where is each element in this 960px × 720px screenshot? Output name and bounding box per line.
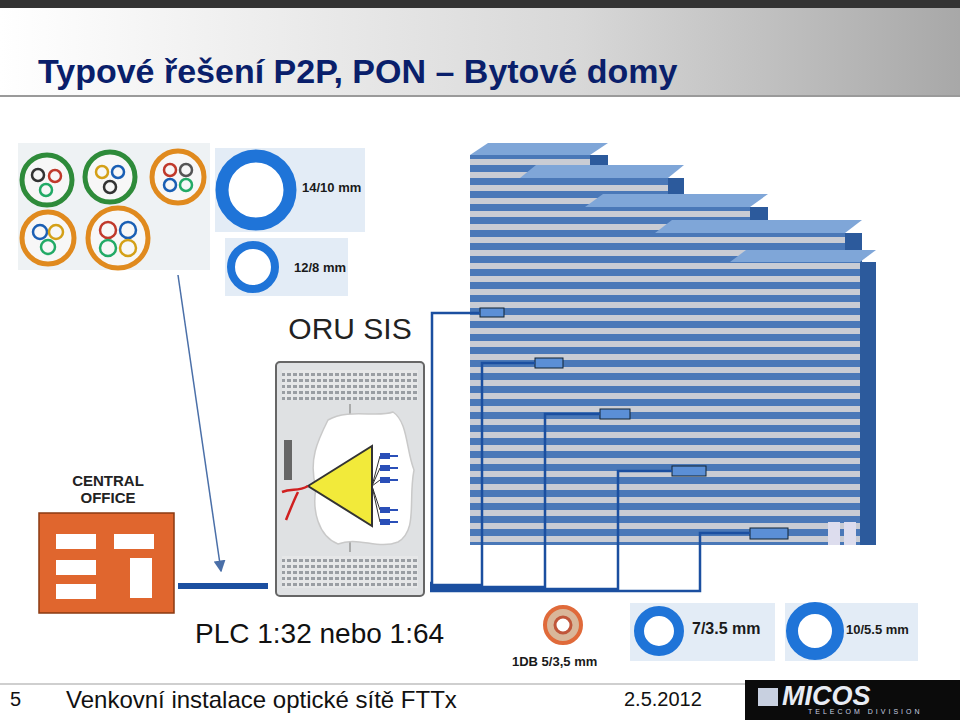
duct-ring [222, 156, 290, 224]
duct-1db [545, 607, 581, 643]
logo-mark [758, 688, 778, 706]
node-label: ORU SIS [268, 312, 432, 346]
slide-number: 5 [10, 688, 21, 711]
cable-photo [18, 143, 210, 270]
duct-panel [630, 603, 775, 661]
duct-ring [231, 245, 275, 289]
duct-size: 14/10 mm [302, 180, 361, 195]
duct-size: 10/5.5 mm [846, 622, 909, 637]
duct-panel [785, 603, 918, 661]
logo-text: MICOS [782, 681, 871, 712]
central-office: CENTRAL OFFICE [38, 472, 178, 616]
logo-subtitle: TELECOM DIVISION [808, 708, 923, 715]
footer-date: 2.5.2012 [624, 688, 702, 711]
office-building [38, 512, 178, 616]
drop-cables [430, 313, 750, 591]
title-bar-top [0, 0, 960, 8]
duct-panel [225, 238, 348, 296]
feeder-cable [178, 583, 268, 589]
duct-ring [792, 608, 838, 654]
node-label: CENTRAL OFFICE [58, 472, 158, 506]
duct-size: 7/3.5 mm [692, 620, 760, 638]
title-bar [0, 0, 960, 97]
oru-cabinet: ORU SIS [268, 312, 432, 600]
duct-panel [215, 148, 365, 232]
footer-text: Venkovní instalace optické sítě FTTx [66, 686, 457, 714]
leader-arrow [178, 275, 221, 571]
duct-1db [555, 617, 571, 633]
duct-size: 1DB 5/3,5 mm [512, 654, 597, 669]
duct-ring [639, 611, 679, 651]
logo-ground [745, 680, 960, 720]
buildings [470, 143, 876, 545]
slide-title: Typové řešení P2P, PON – Bytové domy [38, 52, 677, 91]
splitter-note: PLC 1:32 nebo 1:64 [195, 618, 444, 650]
duct-size: 12/8 mm [294, 260, 346, 275]
street-cabinet [268, 360, 432, 600]
title-rule [0, 95, 960, 97]
